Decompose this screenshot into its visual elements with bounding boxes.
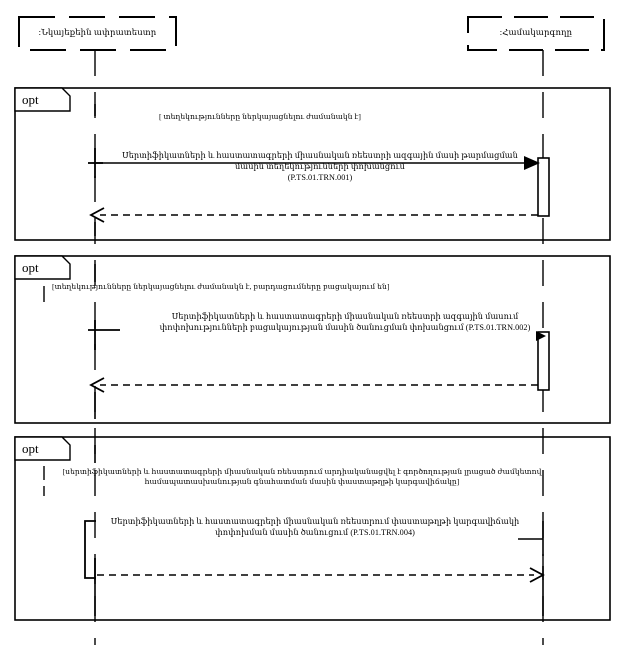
message-1-reply-arrowhead bbox=[89, 207, 105, 223]
opt-fragment-1-operator: opt bbox=[22, 92, 39, 107]
opt-fragment-2-guard: [տեղեկությունները ներկայացնելու ժամանակն… bbox=[52, 282, 390, 291]
participant-box-sender[interactable] bbox=[18, 16, 177, 51]
opt-fragment-2-pentagon bbox=[14, 255, 71, 280]
opt-fragment-3-frame bbox=[14, 436, 611, 621]
message-1-request-arrowhead bbox=[524, 156, 540, 170]
opt-fragment-1-frame bbox=[14, 87, 611, 241]
opt-fragment-3[interactable] bbox=[14, 436, 611, 621]
participant-label-coordinator: :Համակարգողը bbox=[499, 27, 573, 37]
message-2-reply-arrowhead bbox=[89, 377, 105, 393]
opt-fragment-3-pentagon bbox=[14, 436, 71, 461]
opt-fragment-2-frame bbox=[14, 255, 611, 424]
activation-sender-3-bracket bbox=[84, 520, 96, 579]
message-1-label: Սերտիֆիկատների և հաստատագրերի միասնական … bbox=[122, 151, 518, 182]
participant-box-coordinator[interactable] bbox=[467, 16, 605, 51]
activation-coordinator-1 bbox=[537, 157, 550, 217]
activation-coordinator-2 bbox=[537, 331, 550, 391]
opt-fragment-1[interactable] bbox=[14, 87, 611, 241]
opt-fragment-3-guard: [սերտիֆիկատների և հաստատագրերի միասնական… bbox=[62, 467, 542, 487]
opt-fragment-2-operator: opt bbox=[22, 260, 39, 275]
participant-sender-frame bbox=[18, 16, 177, 51]
message-3-label: Սերտիֆիկատների և հաստատագրերի միասնական … bbox=[110, 517, 520, 537]
opt-fragment-1-pentagon bbox=[14, 87, 71, 112]
opt-fragment-2[interactable] bbox=[14, 255, 611, 424]
participant-label-sender: :Նկայեքեին ափրատեստր bbox=[38, 27, 157, 37]
message-2-label: Սերտիֆիկատների և հաստատագրերի միասնական … bbox=[159, 312, 531, 332]
message-2-request-arrowhead bbox=[536, 331, 546, 341]
opt-fragment-3-operator: opt bbox=[22, 441, 39, 456]
participant-coordinator-frame bbox=[467, 16, 605, 51]
opt-fragment-1-guard: [ տեղեկությունները ներկայացնելու ժամանակ… bbox=[158, 112, 362, 121]
